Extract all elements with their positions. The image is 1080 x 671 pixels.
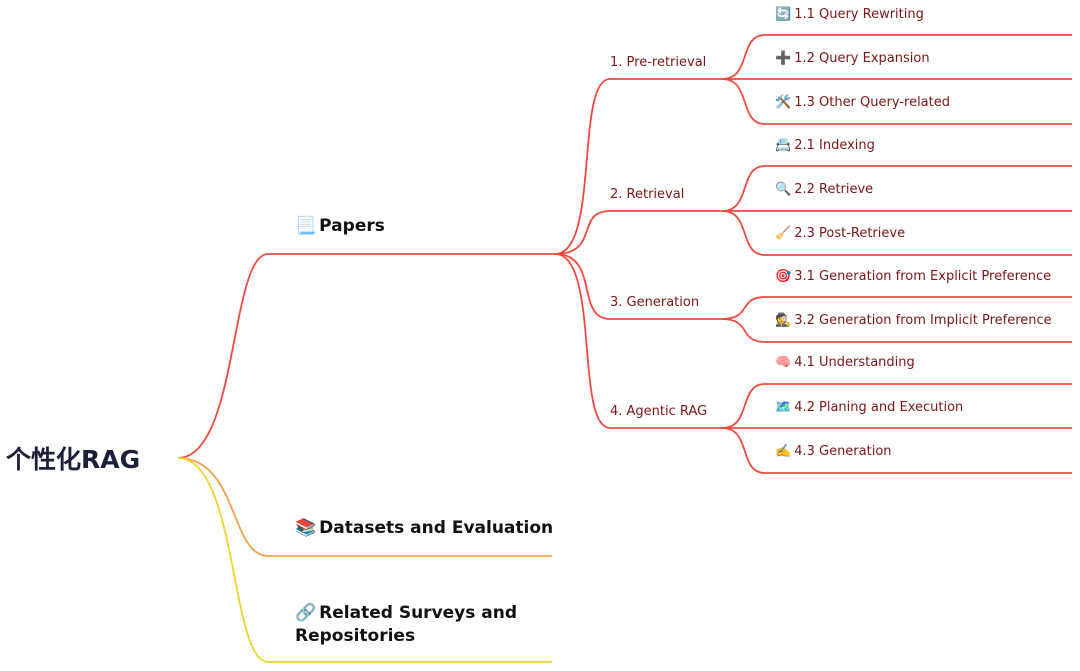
subtopic-other-query[interactable]: 🛠️1.3 Other Query-related <box>775 95 950 110</box>
edge-3-1 <box>721 296 1072 320</box>
link-icon: 🔗 <box>295 603 317 623</box>
edge-2-3 <box>721 210 1072 256</box>
tools-icon: 🛠️ <box>775 95 792 110</box>
edge-3-2 <box>721 318 1072 343</box>
edge-2-1 <box>721 165 1072 212</box>
edge-papers-retrieval <box>554 210 722 255</box>
refresh-icon: 🔄 <box>775 7 792 22</box>
root-topic[interactable]: 个性化RAG <box>6 445 141 474</box>
subtopic-label: 4.3 Generation <box>794 444 892 459</box>
subtopic-agentic-generation[interactable]: ✍️4.3 Generation <box>775 444 892 459</box>
subtopic-query-expansion[interactable]: ➕1.2 Query Expansion <box>775 51 930 66</box>
subtopic-label: 4.2 Planing and Execution <box>794 400 964 415</box>
page-icon: 📃 <box>295 216 317 236</box>
subtopic-post-retrieve[interactable]: 🧹2.3 Post-Retrieve <box>775 226 905 241</box>
subtopic-label: 2.1 Indexing <box>794 138 875 153</box>
branch-papers[interactable]: 📃Papers <box>295 216 385 236</box>
edge-1-1 <box>721 34 1072 80</box>
branch-label: Datasets and Evaluation <box>319 518 554 538</box>
subtopic-label: 2.2 Retrieve <box>794 182 874 197</box>
subtopic-implicit-preference[interactable]: 🕵️3.2 Generation from Implicit Preferenc… <box>775 313 1052 328</box>
target-icon: 🎯 <box>775 269 792 284</box>
card-index-icon: 📇 <box>775 138 792 153</box>
subtopic-label: 1.1 Query Rewriting <box>794 7 924 22</box>
broom-icon: 🧹 <box>775 226 792 241</box>
edge-root-surveys <box>177 457 552 663</box>
magnifier-icon: 🔍 <box>775 182 792 197</box>
subtopic-planning[interactable]: 🗺️4.2 Planing and Execution <box>775 400 963 415</box>
brain-icon: 🧠 <box>775 355 792 370</box>
edge-papers-pre <box>554 78 722 255</box>
subtopic-indexing[interactable]: 📇2.1 Indexing <box>775 138 875 153</box>
edge-papers-generation <box>554 253 722 320</box>
subtopic-label: 4.1 Understanding <box>794 355 915 370</box>
edge-4-3 <box>721 427 1072 474</box>
writing-hand-icon: ✍️ <box>775 444 792 459</box>
topic-retrieval[interactable]: 2. Retrieval <box>610 187 685 202</box>
subtopic-query-rewriting[interactable]: 🔄1.1 Query Rewriting <box>775 7 924 22</box>
map-icon: 🗺️ <box>775 400 792 415</box>
subtopic-retrieve[interactable]: 🔍2.2 Retrieve <box>775 182 873 197</box>
topic-pre-retrieval[interactable]: 1. Pre-retrieval <box>610 55 707 70</box>
detective-icon: 🕵️ <box>775 313 792 328</box>
topic-agentic-rag[interactable]: 4. Agentic RAG <box>610 404 708 419</box>
edge-1-3 <box>721 78 1072 125</box>
plus-icon: ➕ <box>775 51 792 66</box>
subtopic-label: 3.1 Generation from Explicit Preference <box>794 269 1052 284</box>
edge-root-papers <box>177 253 555 459</box>
books-icon: 📚 <box>295 518 317 538</box>
subtopic-label: 2.3 Post-Retrieve <box>794 226 906 241</box>
branch-surveys[interactable]: 🔗Related Surveys and Repositories <box>295 602 525 648</box>
subtopic-label: 1.2 Query Expansion <box>794 51 930 66</box>
edge-root-datasets <box>177 457 552 557</box>
subtopic-label: 3.2 Generation from Implicit Preference <box>794 313 1052 328</box>
edge-4-1 <box>721 383 1072 429</box>
branch-label: Papers <box>319 216 385 236</box>
subtopic-label: 1.3 Other Query-related <box>794 95 950 110</box>
edge-papers-agentic <box>554 253 722 429</box>
topic-generation[interactable]: 3. Generation <box>610 295 700 310</box>
subtopic-explicit-preference[interactable]: 🎯3.1 Generation from Explicit Preference <box>775 269 1051 284</box>
branch-label: Related Surveys and Repositories <box>295 603 518 646</box>
branch-datasets[interactable]: 📚Datasets and Evaluation <box>295 518 553 538</box>
subtopic-understanding[interactable]: 🧠4.1 Understanding <box>775 355 915 370</box>
